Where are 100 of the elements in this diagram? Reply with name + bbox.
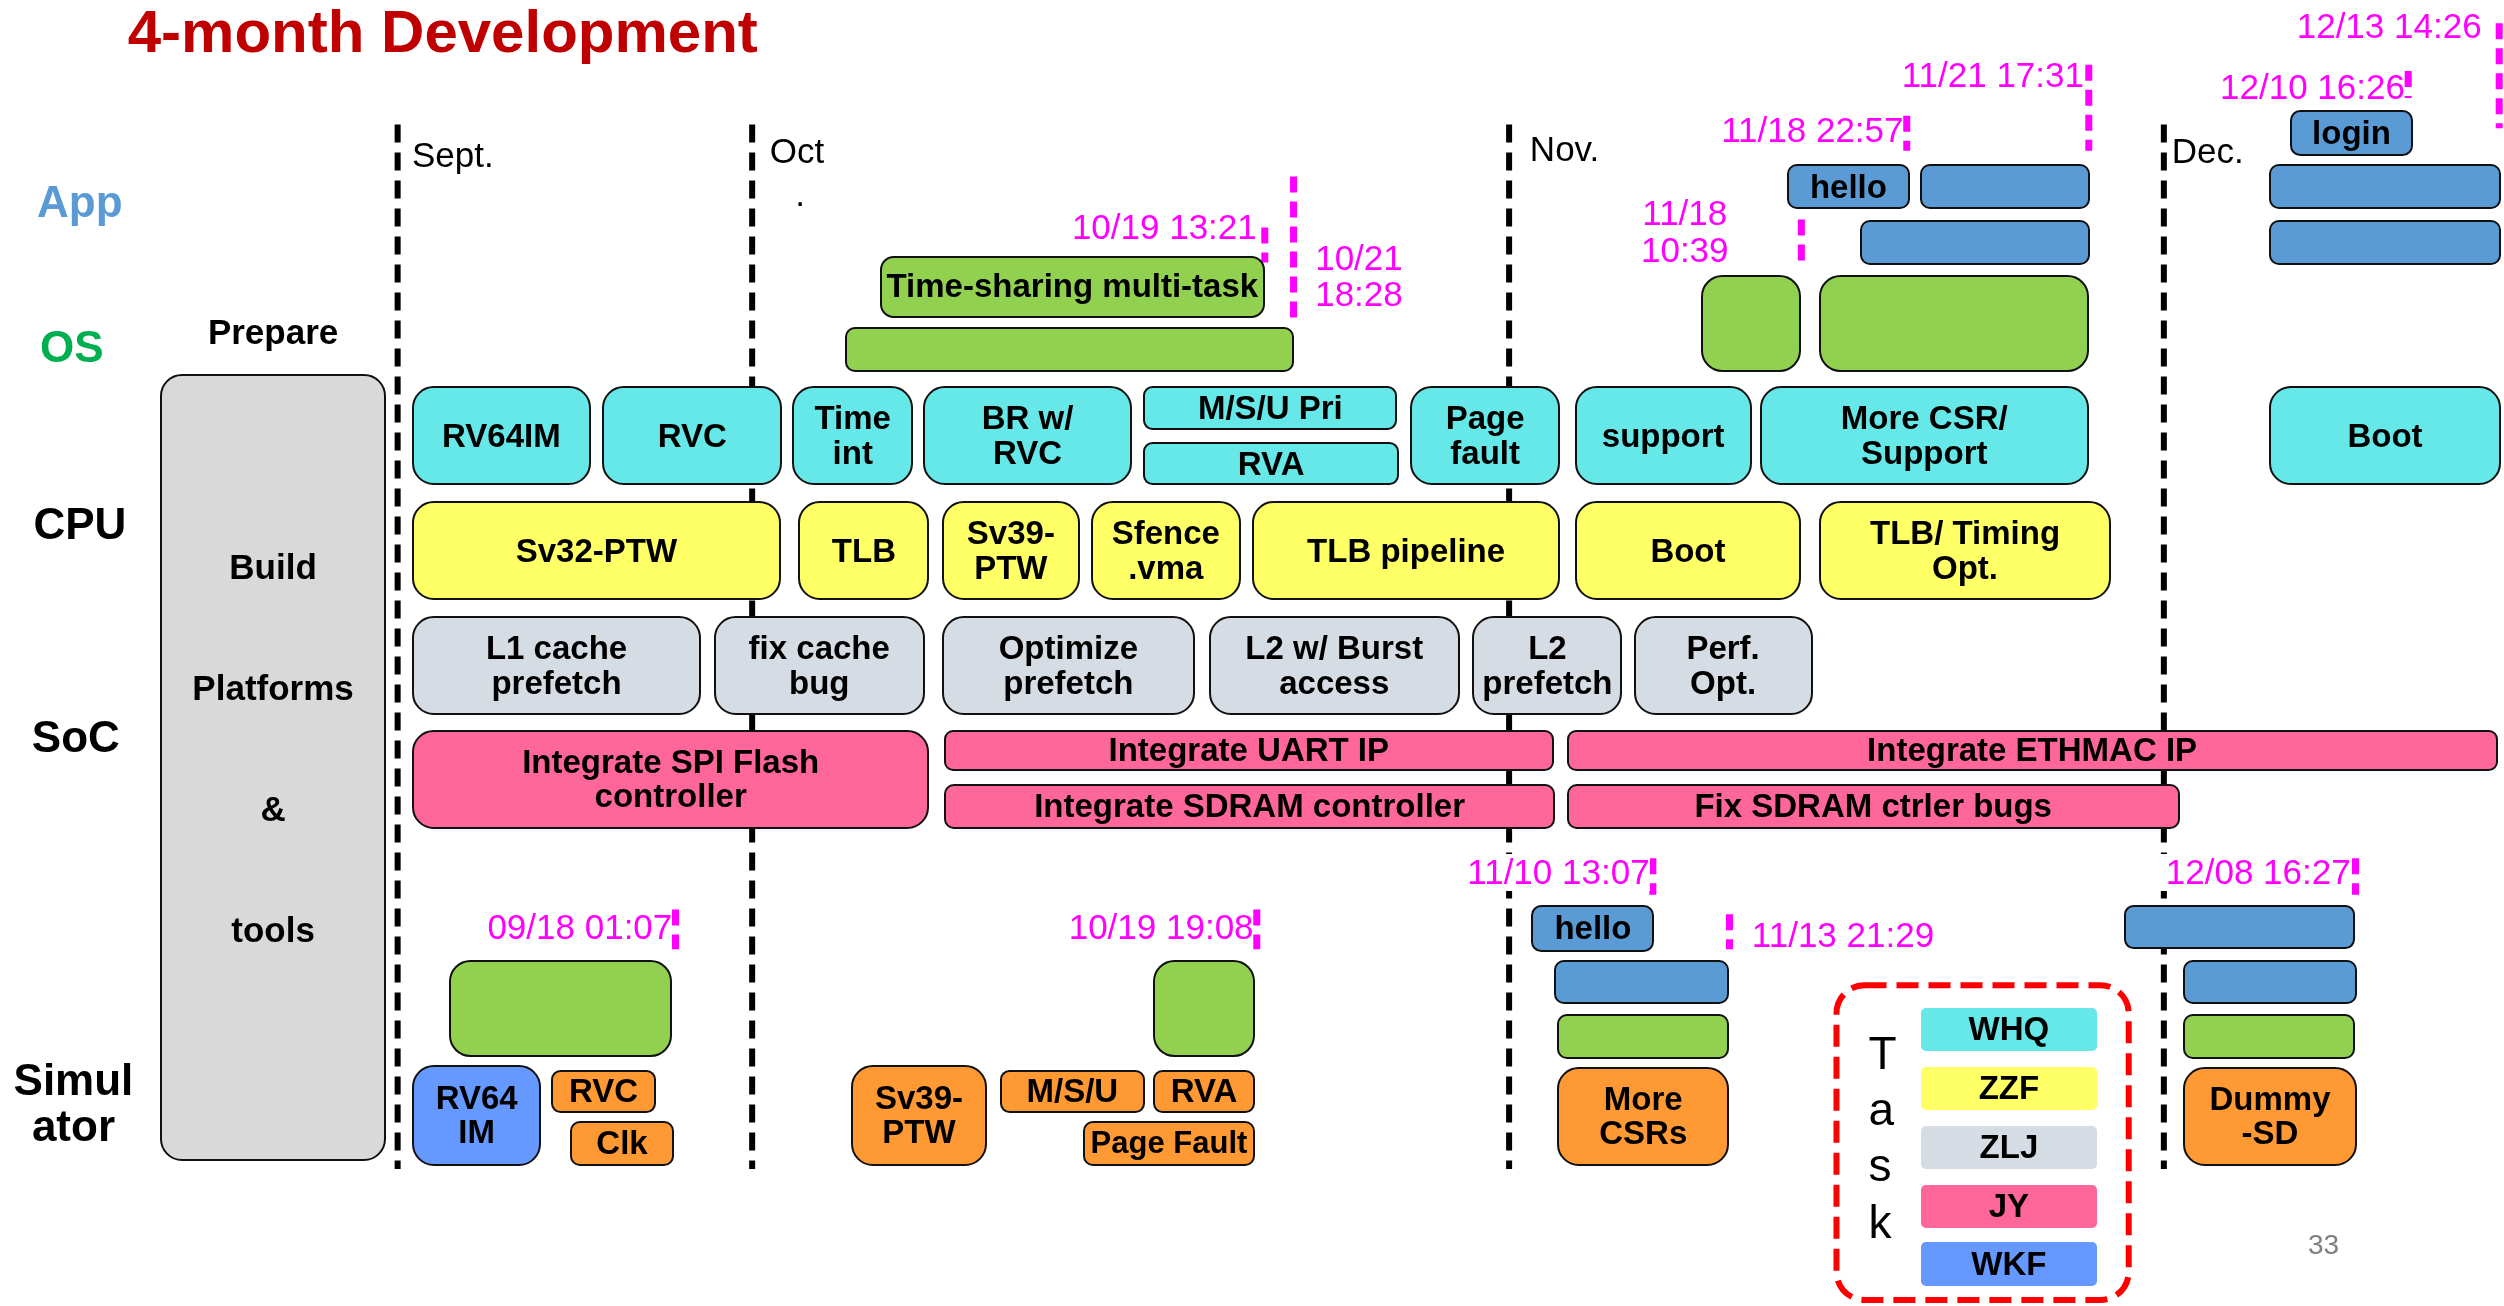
task-label: hello — [1554, 911, 1632, 946]
task-box — [1208, 616, 1460, 716]
task-box — [1082, 1121, 1256, 1166]
month-label: Oct — [769, 132, 826, 170]
legend-label: WHQ — [1968, 1010, 2050, 1049]
task-box — [602, 386, 783, 486]
task-box — [2183, 1014, 2356, 1059]
task-box — [2183, 1066, 2358, 1166]
task-label: L2 w/ Burst access — [1244, 631, 1425, 701]
task-box — [851, 1065, 987, 1166]
task-label: Sv39- PTW — [965, 516, 1056, 586]
task-box — [942, 501, 1080, 601]
task-box — [1566, 729, 2498, 772]
task-box — [1818, 501, 2112, 601]
task-label: RVA — [1170, 1074, 1238, 1109]
task-box — [1143, 442, 1399, 486]
task-label: M/S/U — [1026, 1074, 1119, 1109]
task-box — [1919, 164, 2091, 210]
slide-title: 4-month Development — [127, 0, 758, 63]
task-label: Integrate SDRAM controller — [1034, 789, 1466, 824]
task-box — [550, 1069, 657, 1114]
task-label: RVC — [657, 418, 727, 454]
legend-title: Task — [1868, 1026, 1898, 1250]
legend-label: WKF — [1971, 1244, 2047, 1283]
timestamp-label: 10/19 19:08 — [1067, 908, 1254, 946]
task-label: Time-sharing multi-task — [886, 269, 1259, 304]
task-label: Integrate UART IP — [1108, 733, 1390, 768]
task-box — [412, 386, 591, 486]
legend-label: ZLJ — [1979, 1128, 2039, 1167]
task-box — [1566, 784, 2180, 829]
task-label: BR w/ RVC — [980, 401, 1075, 471]
task-label: Page fault — [1444, 401, 1526, 471]
timestamp-label: 12/13 14:26 — [2295, 8, 2482, 45]
task-label: hello — [1809, 169, 1887, 205]
task-box — [2269, 220, 2501, 266]
task-label: Sv32-PTW — [515, 533, 678, 569]
task-box — [1818, 274, 2089, 373]
task-box — [2269, 164, 2501, 210]
task-box — [1531, 905, 1655, 952]
task-box — [1143, 386, 1398, 430]
task-box — [798, 501, 930, 601]
month-label: . — [795, 175, 806, 213]
task-box — [1759, 386, 2089, 486]
task-box — [923, 386, 1133, 486]
timestamp-label: 11/13 21:29 — [1751, 916, 1936, 954]
task-label: Time int — [813, 401, 892, 471]
task-label: RVA — [1237, 446, 1305, 482]
page-number: 33 — [2306, 1229, 2341, 1260]
phase-heading: Prepare — [206, 313, 340, 351]
task-label: Optimize prefetch — [997, 631, 1139, 701]
task-label: fix cache bug — [747, 631, 891, 701]
task-box — [1860, 220, 2091, 266]
month-label: Dec. — [2171, 132, 2245, 170]
task-label: Fix SDRAM ctrler bugs — [1694, 789, 2052, 824]
task-box — [412, 616, 702, 716]
legend-label: ZZF — [1978, 1069, 2040, 1108]
task-box — [570, 1121, 674, 1166]
task-label: Page Fault — [1090, 1127, 1248, 1160]
timestamp-label: 12/10 16:26 — [2219, 68, 2405, 106]
task-box — [1574, 501, 1802, 601]
task-label: support — [1601, 418, 1725, 454]
task-box — [1410, 386, 1561, 486]
task-box — [412, 729, 930, 829]
task-box — [2290, 110, 2413, 157]
task-box — [412, 1065, 542, 1166]
task-box — [999, 1069, 1145, 1114]
task-box — [1153, 959, 1256, 1058]
timestamp-label: 10/19 13:21 — [1070, 209, 1257, 246]
task-box — [1700, 274, 1802, 373]
task-label: TLB pipeline — [1307, 533, 1506, 569]
timestamp-label: 11/18 22:57 — [1720, 111, 1904, 149]
task-label: TLB — [831, 533, 896, 569]
task-label: RV64 IM — [434, 1080, 519, 1151]
timestamp-label: 10/21 18:28 — [1314, 239, 1404, 314]
task-label: M/S/U Pri — [1197, 390, 1343, 426]
task-label: TLB/ Timing Opt. — [1869, 516, 2062, 586]
task-label: More CSR/ Support — [1839, 401, 2009, 471]
task-box — [713, 616, 925, 716]
task-box — [879, 255, 1265, 318]
row-label: CPU — [32, 501, 128, 548]
task-label: Integrate SPI Flash controller — [521, 744, 821, 814]
task-box — [1557, 1066, 1730, 1166]
task-box — [1786, 164, 1910, 210]
task-box — [1153, 1069, 1256, 1114]
task-label: Sv39- PTW — [874, 1080, 965, 1151]
task-box — [1472, 616, 1623, 716]
timestamp-label: 09/18 01:07 — [486, 908, 673, 946]
task-label: Clk — [596, 1126, 648, 1161]
month-label: Sept. — [412, 137, 495, 175]
task-box — [1553, 959, 1730, 1005]
task-label: Boot — [2347, 418, 2423, 454]
legend-label: JY — [1988, 1187, 2030, 1226]
task-label: L1 cache prefetch — [484, 631, 629, 701]
task-box — [412, 501, 781, 601]
task-box — [1633, 616, 1813, 716]
task-label: L2 prefetch — [1481, 631, 1614, 701]
row-label: Simul ator — [12, 1057, 135, 1150]
timestamp-label: 11/21 17:31 — [1900, 57, 2084, 95]
task-box — [448, 959, 673, 1058]
phase-label: Build Platforms & tools — [191, 545, 355, 951]
